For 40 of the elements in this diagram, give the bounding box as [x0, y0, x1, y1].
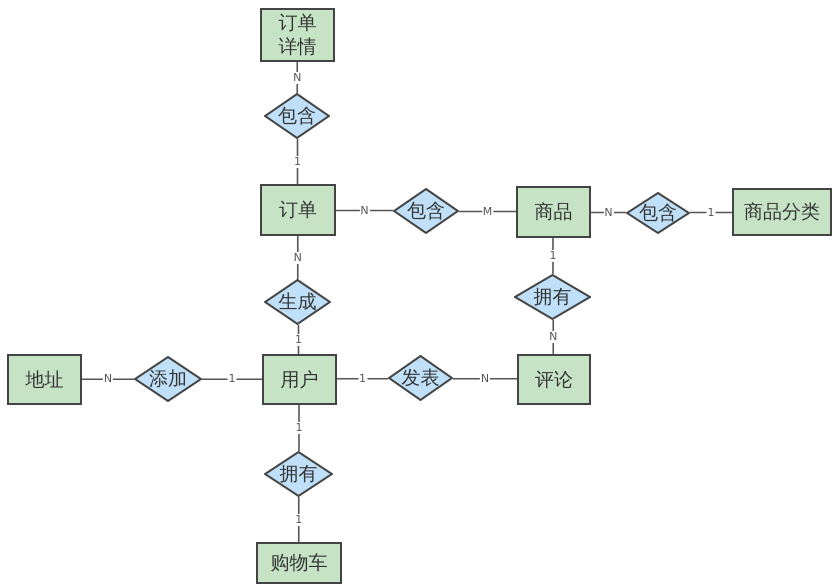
cardinality-label: N — [603, 206, 614, 218]
cardinality-label: 1 — [293, 156, 302, 168]
connector-line — [296, 236, 299, 279]
cardinality-label: N — [359, 204, 370, 216]
relationship-diamond: 发表 — [388, 355, 453, 401]
cardinality-label: N — [480, 372, 490, 385]
connector-line — [82, 378, 134, 380]
cardinality-label: N — [548, 331, 558, 343]
cardinality-label: 1 — [294, 422, 304, 434]
entity-box: 商品 — [516, 186, 591, 238]
connector-line — [296, 62, 298, 93]
connector-line — [690, 212, 732, 214]
entity-box: 商品分类 — [732, 188, 832, 236]
cardinality-label: 1 — [294, 514, 304, 526]
relationship-diamond: 生成 — [264, 279, 331, 325]
entity-box: 订单 — [260, 184, 336, 236]
entity-box: 评论 — [517, 354, 591, 405]
cardinality-label: N — [292, 252, 303, 264]
relationship-diamond: 包含 — [626, 192, 690, 234]
cardinality-label: M — [482, 206, 494, 218]
relationship-diamond: 拥有 — [514, 274, 591, 320]
cardinality-label: 1 — [548, 250, 558, 262]
cardinality-label: 1 — [294, 334, 303, 346]
connector-line — [336, 210, 393, 212]
connector-line — [202, 378, 262, 380]
cardinality-label: N — [292, 72, 302, 84]
connector-line — [337, 378, 388, 380]
entity-box: 购物车 — [256, 542, 342, 584]
entity-box: 用户 — [262, 354, 337, 405]
connector-line — [459, 210, 516, 212]
relationship-diamond: 包含 — [264, 93, 330, 139]
connector-line — [552, 320, 554, 354]
relationship-diamond: 添加 — [134, 356, 202, 402]
entity-box: 订单详情 — [260, 8, 335, 62]
entity-box: 地址 — [7, 354, 82, 405]
cardinality-label: 1 — [706, 206, 716, 218]
relationship-diamond: 包含 — [393, 188, 459, 234]
relationship-diamond: 拥有 — [264, 451, 333, 497]
cardinality-label: 1 — [358, 372, 367, 385]
connector-line — [453, 378, 517, 380]
